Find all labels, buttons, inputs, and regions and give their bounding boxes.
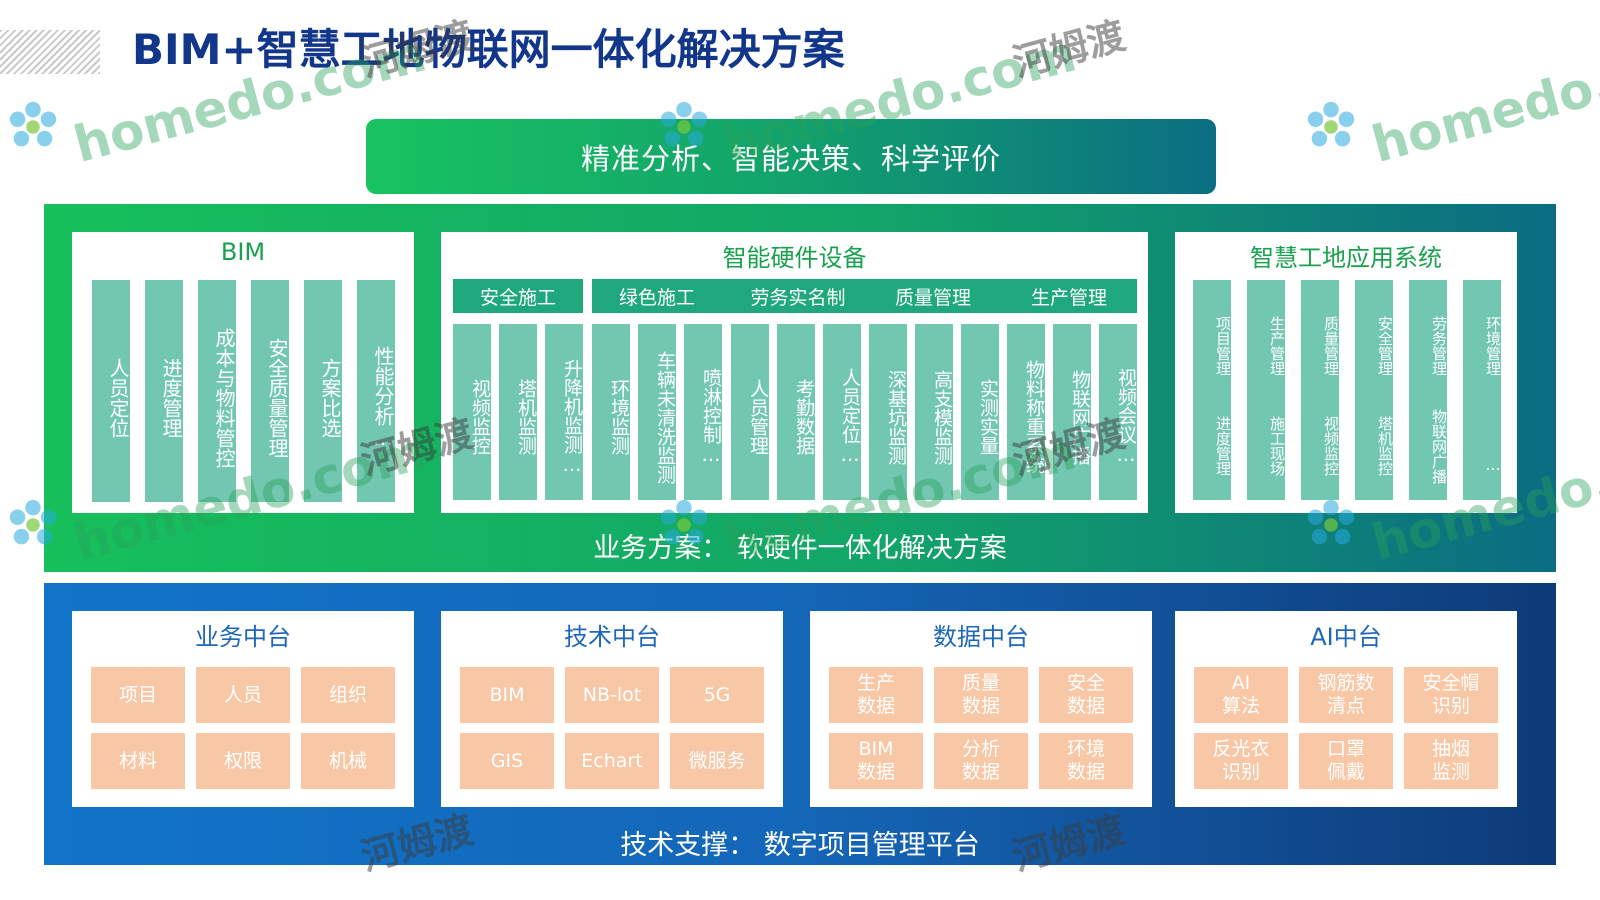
business-band-caption: 业务方案： 软硬件一体化解决方案 <box>593 533 1007 564</box>
flower-logo-icon <box>1307 499 1355 545</box>
category-labor: 劳务实名制 <box>750 286 846 309</box>
app-item: … <box>1463 382 1502 500</box>
platform-tile: 材料 <box>91 733 185 789</box>
hardware-panel: 智能硬件设备 安全施工 绿色施工 劳务实名制 质量管理 生产管理 视频监控 塔机… <box>441 232 1148 513</box>
platform-tile: 权限 <box>196 733 290 789</box>
hardware-item: 考勤数据 <box>777 324 815 500</box>
hardware-item: 物料称重系统 <box>1007 324 1045 500</box>
bim-item: 性能分析… <box>357 280 395 502</box>
flower-logo-icon <box>660 499 708 545</box>
platform-tile: 反光衣 识别 <box>1194 733 1288 789</box>
category-strip <box>592 279 1137 313</box>
app-item: 生产管理 <box>1247 280 1286 402</box>
app-system-panel-title: 智慧工地应用系统 <box>1250 244 1442 272</box>
goal-banner: 精准分析、智能决策、科学评价 <box>366 119 1216 194</box>
app-item: 塔机监控 <box>1355 382 1394 500</box>
hardware-item: 环境监测 <box>592 324 630 500</box>
platform-tile: 分析 数据 <box>934 733 1028 789</box>
business-middle-platform-panel: 业务中台 项目 人员 组织 材料 权限 机械 <box>72 611 414 807</box>
bim-panel-title: BIM <box>220 238 266 266</box>
flower-logo-icon <box>660 101 708 147</box>
platform-tile: 环境 数据 <box>1039 733 1133 789</box>
platform-tile: 钢筋数 清点 <box>1299 667 1393 723</box>
app-item: 项目管理 <box>1193 280 1232 402</box>
hardware-item: 物联网广播 <box>1053 324 1091 500</box>
hardware-item: 升降机监测… <box>545 324 583 500</box>
platform-tile: Echart <box>565 733 659 789</box>
bim-item: 方案比选 <box>304 280 342 502</box>
flower-logo-icon <box>9 101 57 147</box>
hardware-item: 人员定位… <box>823 324 861 500</box>
platform-tile: NB-lot <box>565 667 659 723</box>
hardware-item: 实测实量 <box>961 324 999 500</box>
app-system-panel: 智慧工地应用系统 项目管理 生产管理 质量管理 安全管理 劳务管理 环境管理 进… <box>1175 232 1517 513</box>
hardware-item: 人员管理 <box>731 324 769 500</box>
platform-tile: 人员 <box>196 667 290 723</box>
watermark-brand: homedo.com <box>1366 24 1600 175</box>
hardware-item: 塔机监测 <box>499 324 537 500</box>
hardware-item: 喷淋控制… <box>684 324 722 500</box>
platform-tile: 项目 <box>91 667 185 723</box>
panel-title: AI中台 <box>1310 623 1382 651</box>
app-item: 劳务管理 <box>1409 280 1448 402</box>
app-item: 质量管理 <box>1301 280 1340 402</box>
tech-support-band: 业务中台 项目 人员 组织 材料 权限 机械 技术中台 BIM NB-lot 5… <box>44 583 1556 865</box>
platform-tile: BIM <box>460 667 554 723</box>
app-item: 环境管理 <box>1463 280 1502 402</box>
app-item: 进度管理 <box>1193 382 1232 500</box>
panel-title: 技术中台 <box>564 623 660 651</box>
app-item: 视频监控 <box>1301 382 1340 500</box>
platform-tile: 生产 数据 <box>829 667 923 723</box>
platform-tile: 组织 <box>301 667 395 723</box>
hardware-item: 深基坑监测 <box>869 324 907 500</box>
category-quality: 质量管理 <box>894 286 971 309</box>
data-middle-platform-panel: 数据中台 生产 数据 质量 数据 安全 数据 BIM 数据 分析 数据 环境 数… <box>810 611 1152 807</box>
panel-title: 数据中台 <box>933 623 1029 651</box>
platform-tile: 微服务 <box>670 733 764 789</box>
hardware-item: 视频监控 <box>453 324 491 500</box>
platform-tile: 抽烟 监测 <box>1404 733 1498 789</box>
hardware-item: 高支模监测 <box>915 324 953 500</box>
ai-middle-platform-panel: AI中台 AI 算法 钢筋数 清点 安全帽 识别 反光衣 识别 口罩 佩戴 抽烟… <box>1175 611 1517 807</box>
platform-tile: 安全帽 识别 <box>1404 667 1498 723</box>
decorative-stripes <box>0 30 100 74</box>
bim-panel: BIM 人员定位 进度管理 成本与物料管控 安全质量管理 方案比选 性能分析… <box>72 232 414 513</box>
category-green: 绿色施工 <box>618 286 695 309</box>
platform-tile: 质量 数据 <box>934 667 1028 723</box>
flower-logo-icon <box>9 499 57 545</box>
category-production: 生产管理 <box>1030 286 1107 309</box>
platform-tile: 口罩 佩戴 <box>1299 733 1393 789</box>
app-item: 物联网广播 <box>1409 382 1448 500</box>
platform-tile: GIS <box>460 733 554 789</box>
tech-band-caption: 技术支撑： 数字项目管理平台 <box>620 830 980 861</box>
hardware-panel-title: 智能硬件设备 <box>722 244 867 272</box>
bim-item: 进度管理 <box>145 280 183 502</box>
page-title: BIM+智慧工地物联网一体化解决方案 <box>132 25 845 74</box>
bim-item: 人员定位 <box>92 280 130 502</box>
platform-tile: AI 算法 <box>1194 667 1288 723</box>
app-item: 安全管理 <box>1355 280 1394 402</box>
business-solution-band: BIM 人员定位 进度管理 成本与物料管控 安全质量管理 方案比选 性能分析… … <box>44 204 1556 572</box>
platform-tile: 机械 <box>301 733 395 789</box>
flower-logo-icon <box>1307 101 1355 147</box>
platform-tile: 5G <box>670 667 764 723</box>
bim-item: 成本与物料管控 <box>198 280 236 502</box>
tech-middle-platform-panel: 技术中台 BIM NB-lot 5G GIS Echart 微服务 <box>441 611 783 807</box>
app-item: 施工现场 <box>1247 382 1286 500</box>
platform-tile: 安全 数据 <box>1039 667 1133 723</box>
panel-title: 业务中台 <box>195 623 291 651</box>
bim-item: 安全质量管理 <box>251 280 289 502</box>
platform-tile: BIM 数据 <box>829 733 923 789</box>
hardware-item: 视频会议… <box>1099 324 1137 500</box>
category-safety: 安全施工 <box>453 279 583 313</box>
hardware-item: 车辆未清洗监测 <box>638 324 676 500</box>
